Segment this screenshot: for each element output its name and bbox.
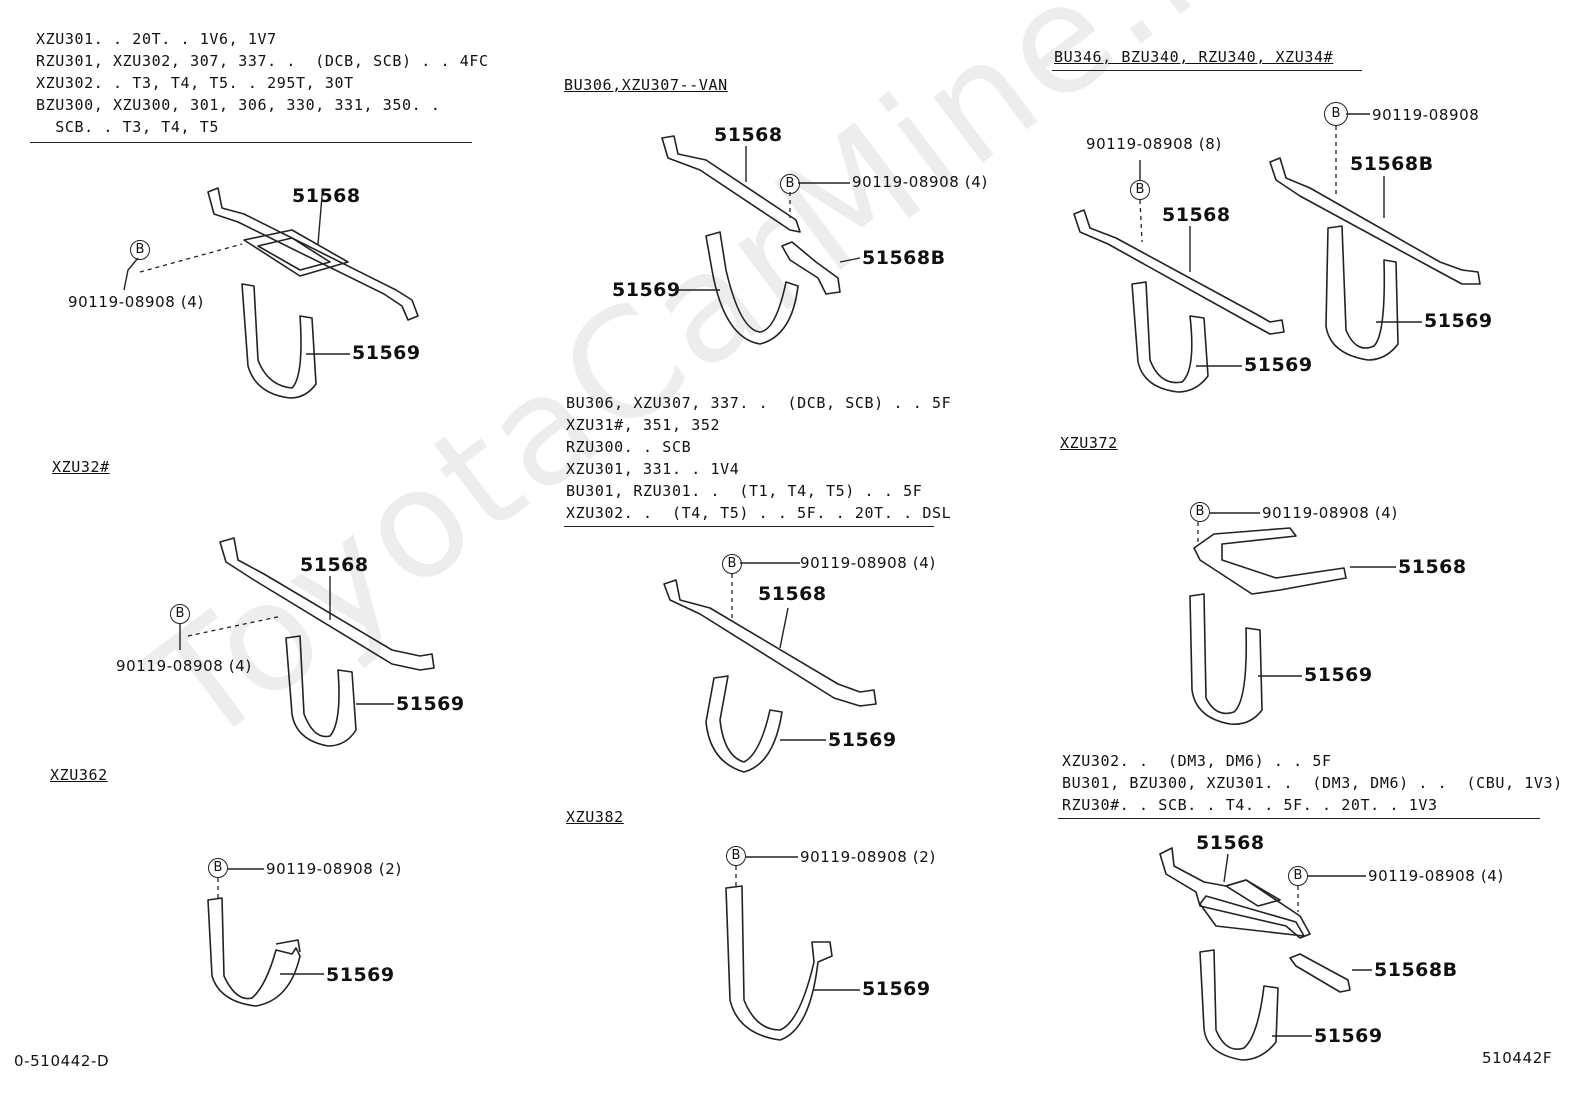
g4-strap-51569 <box>285 635 357 747</box>
g2-bracket-51568b <box>781 241 841 295</box>
g1-bracket-51568 <box>207 187 419 321</box>
g5-line-1: BU306, XZU307, 337. . (DCB, SCB) . . 5F <box>566 394 952 412</box>
g9-line-3: RZU30#. . SCB. . T4. . 5F. . 20T. . 1V3 <box>1062 796 1438 814</box>
g3-rule <box>1052 70 1362 71</box>
g3-bracket-51568 <box>1073 209 1285 335</box>
g1-rule <box>30 142 472 143</box>
g5-line-3: RZU300. . SCB <box>566 438 692 456</box>
g4-bolt-symbol: B <box>170 604 190 624</box>
g9-part-51568: 51568 <box>1196 832 1265 854</box>
g3-bolt-code-a: 90119-08908 (8) <box>1086 135 1222 153</box>
g7-bolt-symbol: B <box>208 858 228 878</box>
g1-line-2: RZU301, XZU302, 307, 337. . (DCB, SCB) .… <box>36 52 489 70</box>
g1-line-1: XZU301. . 20T. . 1V6, 1V7 <box>36 30 277 48</box>
g3-part-51568b: 51568B <box>1350 153 1434 175</box>
g5-bolt-code: 90119-08908 (4) <box>800 554 936 572</box>
g2-part-51568: 51568 <box>714 124 783 146</box>
g5-line-2: XZU31#, 351, 352 <box>566 416 721 434</box>
g2-strap-51569 <box>705 231 799 345</box>
g3-strap-51569-b <box>1325 225 1399 361</box>
g3-bolt-code-b: 90119-08908 <box>1372 106 1480 124</box>
g8-heading: XZU382 <box>566 808 624 826</box>
g5-bolt-symbol: B <box>722 554 742 574</box>
g3-part-51568: 51568 <box>1162 204 1231 226</box>
g9-line-1: XZU302. . (DM3, DM6) . . 5F <box>1062 752 1332 770</box>
g9-part-51568b: 51568B <box>1374 959 1458 981</box>
g6-strap-51569 <box>1189 593 1263 726</box>
g9-bracket-51568b <box>1289 953 1351 993</box>
g8-part-51569: 51569 <box>862 978 931 1000</box>
g1-bolt-symbol: B <box>130 240 150 260</box>
g7-bolt-code: 90119-08908 (2) <box>266 860 402 878</box>
g5-part-51569: 51569 <box>828 729 897 751</box>
g1-line-4: BZU300, XZU300, 301, 306, 330, 331, 350.… <box>36 96 441 114</box>
g5-line-6: XZU302. . (T4, T5) . . 5F. . 20T. . DSL <box>566 504 952 522</box>
g5-line-5: BU301, RZU301. . (T1, T4, T5) . . 5F <box>566 482 923 500</box>
g1-line-5: SCB. . T3, T4, T5 <box>36 118 219 136</box>
g3-part-51569-a: 51569 <box>1244 354 1313 376</box>
g5-strap-51569 <box>705 675 783 773</box>
g5-part-51568: 51568 <box>758 583 827 605</box>
g3-bracket-51568b <box>1269 157 1481 285</box>
g1-bolt-code: 90119-08908 (4) <box>68 293 204 311</box>
g1-strap-51569 <box>241 283 317 399</box>
g3-strap-51569-a <box>1131 281 1209 393</box>
g4-bracket-51568 <box>219 537 435 671</box>
g6-part-51569: 51569 <box>1304 664 1373 686</box>
g2-bracket-51568 <box>661 135 801 233</box>
g2-heading: BU306,XZU307--VAN <box>564 76 728 94</box>
g2-part-51569: 51569 <box>612 279 681 301</box>
g1-part-51568: 51568 <box>292 185 361 207</box>
g9-bolt-code: 90119-08908 (4) <box>1368 867 1504 885</box>
g3-part-51569-b: 51569 <box>1424 310 1493 332</box>
g9-strap-51569 <box>1199 949 1279 1061</box>
g3-bolt-symbol-b: B <box>1324 102 1348 126</box>
g9-rule <box>1058 818 1540 819</box>
g4-part-51569: 51569 <box>396 693 465 715</box>
g4-part-51568: 51568 <box>300 554 369 576</box>
g6-bolt-code: 90119-08908 (4) <box>1262 504 1398 522</box>
g5-rule <box>564 526 934 527</box>
g1-line-3: XZU302. . T3, T4, T5. . 295T, 30T <box>36 74 354 92</box>
g7-part-51569: 51569 <box>326 964 395 986</box>
g7-heading: XZU362 <box>50 766 108 784</box>
g8-strap-51569 <box>725 885 833 1041</box>
g6-heading: XZU372 <box>1060 434 1118 452</box>
g7-strap-51569 <box>207 897 301 1007</box>
g9-part-51569: 51569 <box>1314 1025 1383 1047</box>
g2-bolt-code: 90119-08908 (4) <box>852 173 988 191</box>
g2-part-51568b: 51568B <box>862 247 946 269</box>
g9-bracket-51568 <box>1159 847 1311 939</box>
g3-bolt-symbol-a: B <box>1130 180 1150 200</box>
g6-part-51568: 51568 <box>1398 556 1467 578</box>
g8-bolt-symbol: B <box>726 846 746 866</box>
g8-bolt-code: 90119-08908 (2) <box>800 848 936 866</box>
g4-bolt-code: 90119-08908 (4) <box>116 657 252 675</box>
g4-heading: XZU32# <box>52 458 110 476</box>
g9-line-2: BU301, BZU300, XZU301. . (DM3, DM6) . . … <box>1062 774 1563 792</box>
footer-left-code: 0-510442-D <box>14 1052 110 1070</box>
g6-bolt-symbol: B <box>1190 502 1210 522</box>
footer-right-code: 510442F <box>1482 1049 1553 1067</box>
g9-bolt-symbol: B <box>1288 866 1308 886</box>
g3-heading: BU346, BZU340, RZU340, XZU34# <box>1054 48 1334 66</box>
g6-bracket-51568 <box>1193 527 1347 595</box>
g5-bracket-51568 <box>663 579 877 707</box>
g1-part-51569: 51569 <box>352 342 421 364</box>
g5-line-4: XZU301, 331. . 1V4 <box>566 460 740 478</box>
